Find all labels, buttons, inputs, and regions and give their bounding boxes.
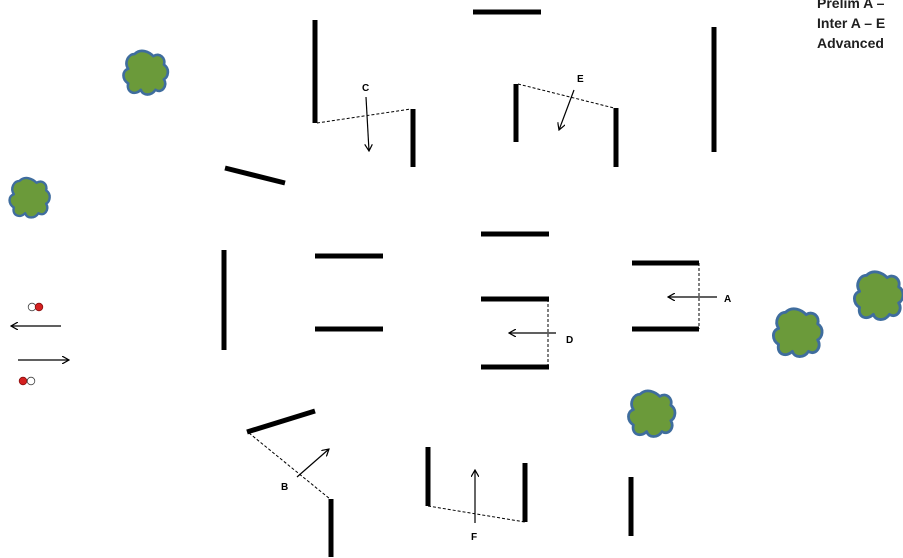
- gate-e: [517, 83, 615, 109]
- label-e: E: [577, 74, 584, 85]
- label-f: F: [471, 532, 477, 543]
- gate-b: [248, 432, 331, 500]
- label-a: A: [724, 294, 731, 305]
- legend-prelim: Prelim A –: [817, 0, 885, 11]
- legend-advanced: Advanced: [817, 35, 884, 51]
- wall-diagonal-left: [224, 165, 286, 186]
- gate-f: [427, 505, 526, 523]
- direction-arrows: [11, 89, 717, 523]
- bush-icon: [852, 270, 903, 322]
- arrow-e: [559, 89, 575, 130]
- walls: [221, 9, 717, 557]
- legend-inter: Inter A – E: [817, 15, 886, 31]
- label-b: B: [281, 482, 288, 493]
- label-d: D: [566, 335, 573, 346]
- arrow-b: [296, 449, 329, 478]
- label-c: C: [362, 83, 369, 94]
- start-flags-icon: [18, 302, 44, 386]
- gate-c: [316, 108, 412, 124]
- arrow-c: [366, 96, 369, 151]
- wall-b-upper: [246, 408, 316, 435]
- bush-icon: [627, 389, 677, 438]
- gate-lines: [248, 83, 700, 523]
- bush-icon: [771, 307, 824, 359]
- bush-icon: [8, 176, 51, 219]
- bush-icon: [122, 49, 170, 96]
